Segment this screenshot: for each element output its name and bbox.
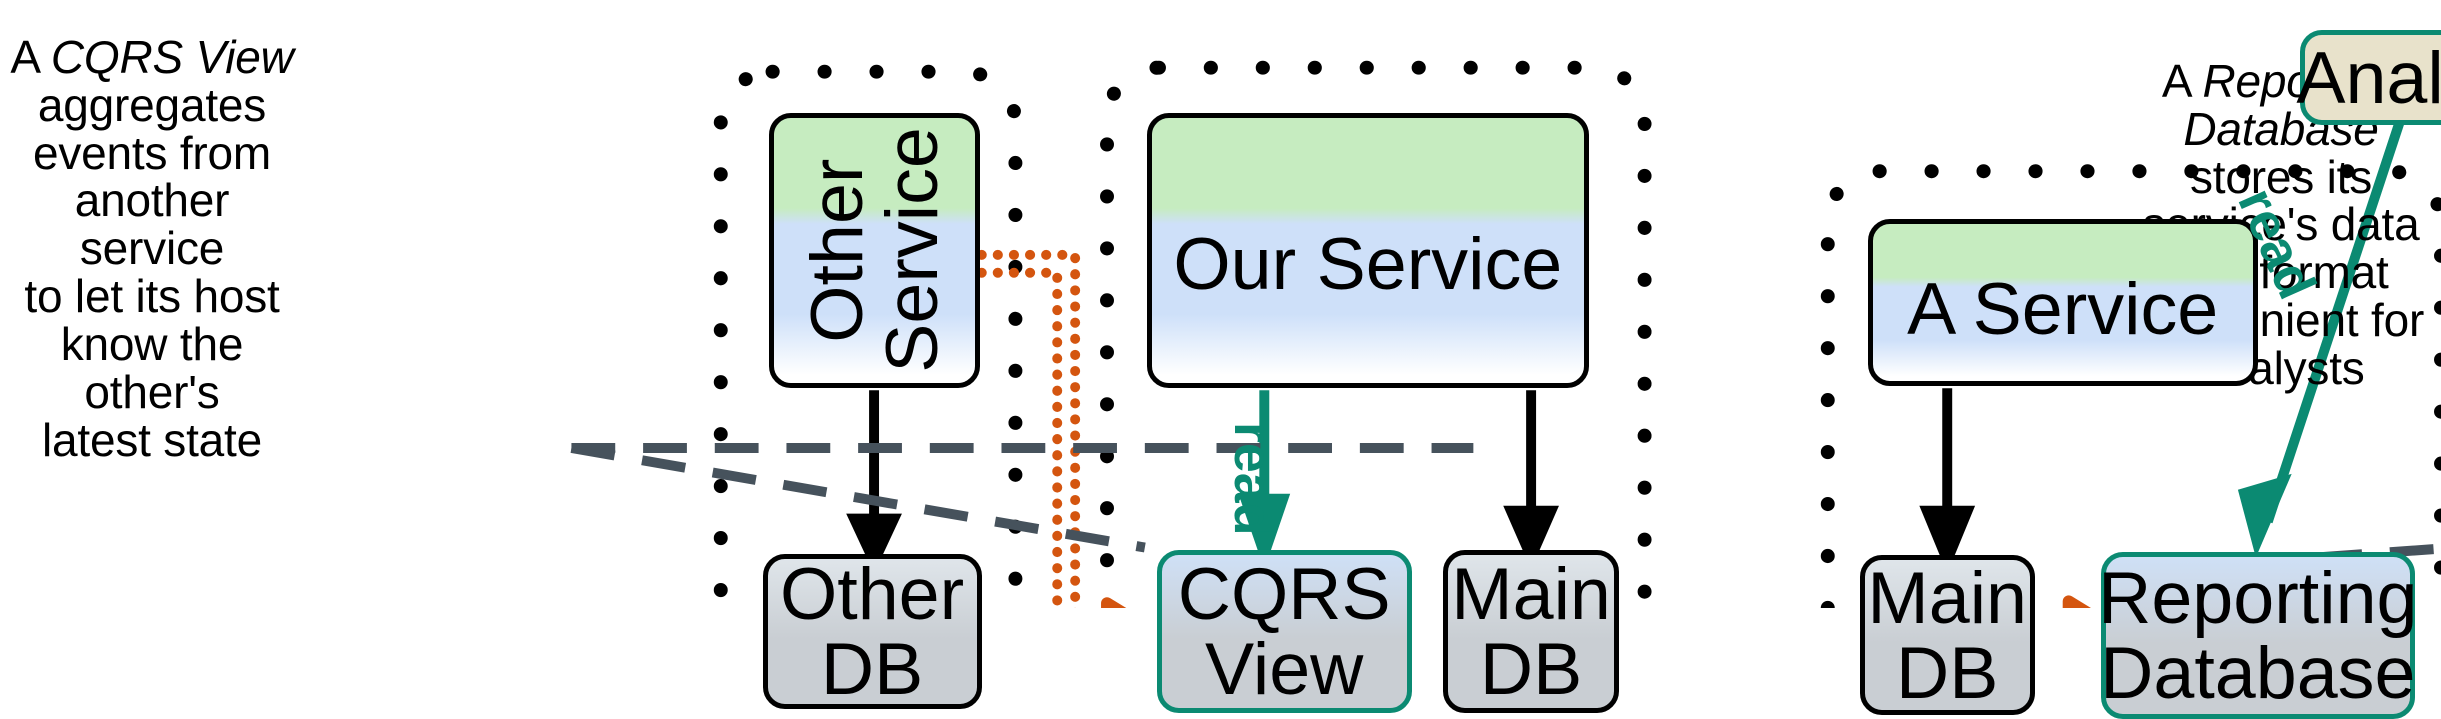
edge-our-service-to-main-db [1503, 390, 1559, 570]
node-other-service-label: Other Service [794, 128, 954, 374]
edge-label-read-our-service: read [1223, 422, 1284, 536]
node-analyst[interactable]: Analyst [2296, 29, 2441, 126]
node-a-service[interactable]: A Service [1867, 219, 2258, 387]
group-a-service [1820, 164, 2441, 608]
edge-a-service-to-main-db [1919, 388, 1976, 574]
node-main-db-a-service-label: Main DB [1867, 555, 2028, 715]
edge-analyst-to-reporting-database [2237, 121, 2404, 558]
node-other-db-label: Other DB [779, 552, 965, 711]
node-main-db-our-service[interactable]: Main DB [1443, 549, 1619, 713]
annotation-left-body: aggregates events from another service t… [24, 78, 280, 466]
node-our-service[interactable]: Our Service [1146, 113, 1589, 389]
annotation-right-prefix: A [2161, 55, 2203, 107]
node-a-service-label: A Service [1907, 267, 2219, 351]
diagram-canvas: A CQRS View aggregates events from anoth… [2, 29, 2441, 719]
node-reporting-database[interactable]: Reporting Database [2098, 551, 2418, 719]
edge-other-service-to-other-db [846, 390, 902, 574]
edge-our-service-to-cqrs-view [1238, 390, 1291, 570]
edge-other-service-to-cqrs-view [976, 249, 1127, 608]
node-reporting-database-label: Reporting Database [2098, 555, 2418, 715]
leader-left-to-cqrs-view [570, 443, 1146, 553]
node-our-service-label: Our Service [1173, 222, 1563, 306]
node-cqrs-view-label: CQRS View [1177, 552, 1391, 711]
node-analyst-label: Analyst [2296, 36, 2441, 120]
annotation-left-prefix: A [10, 31, 51, 83]
leader-right-to-reporting-database [2259, 543, 2441, 567]
diagram-vector-layer [570, 60, 2441, 608]
annotation-left-term: CQRS View [50, 31, 294, 83]
node-main-db-our-service-label: Main DB [1451, 552, 1611, 711]
node-other-db[interactable]: Other DB [762, 552, 982, 711]
node-cqrs-view[interactable]: CQRS View [1156, 549, 1412, 713]
edge-main-db-to-reporting-database [2062, 595, 2091, 608]
node-other-service[interactable]: Other Service [768, 113, 980, 389]
node-main-db-a-service[interactable]: Main DB [1859, 555, 2035, 715]
cqrs-view-annotation: A CQRS View aggregates events from anoth… [2, 31, 302, 466]
